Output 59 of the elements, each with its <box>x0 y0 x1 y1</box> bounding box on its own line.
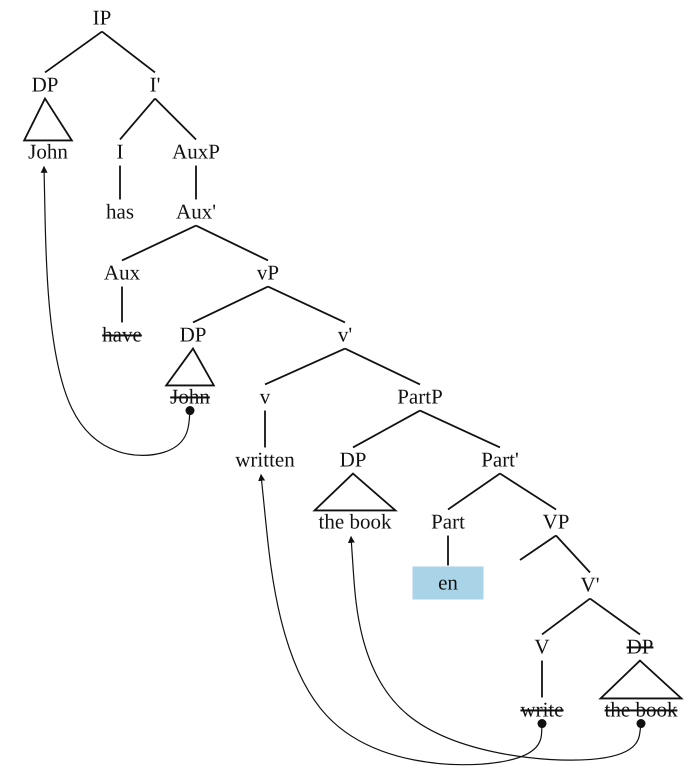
branch-line <box>520 534 556 561</box>
triangle-branch <box>22 96 74 142</box>
tree-label: V' <box>580 573 600 597</box>
tree-label: John <box>28 140 68 164</box>
tree-label: Part' <box>481 448 519 472</box>
branch-line <box>541 598 591 636</box>
tree-label: AuxP <box>172 140 220 164</box>
tree-label: V <box>534 635 550 659</box>
tree-label: IP <box>92 6 112 30</box>
branch-line <box>555 534 591 574</box>
tree-label: DP <box>32 73 58 97</box>
tree-label: Aux <box>104 261 140 285</box>
branch-line <box>119 98 156 140</box>
branch-line <box>119 166 121 200</box>
branch-line <box>447 472 501 510</box>
branch-line <box>264 410 266 448</box>
triangle-branch <box>598 659 684 700</box>
branch-line <box>122 224 196 262</box>
tree-label: VP <box>542 510 570 534</box>
movement-arrow <box>40 166 194 456</box>
tree-label: Part <box>431 510 465 534</box>
tree-label: write <box>520 698 564 722</box>
branch-line <box>447 536 449 566</box>
tree-label: written <box>235 448 295 472</box>
branch-line <box>196 224 268 262</box>
branch-line <box>344 348 420 386</box>
tree-label: DP <box>180 323 206 347</box>
branch-line <box>420 410 500 448</box>
branch-line <box>268 286 346 324</box>
branch-line <box>500 472 556 510</box>
triangle-branch <box>312 472 398 512</box>
branch-line <box>541 660 543 698</box>
branch-line <box>192 286 268 324</box>
tree-label: has <box>106 200 134 224</box>
highlighted-word: en <box>412 566 484 600</box>
branch-line <box>44 30 103 74</box>
branch-line <box>352 410 420 448</box>
tree-label: I <box>116 140 124 164</box>
tree-label: PartP <box>397 385 443 409</box>
tree-label: DP <box>626 635 654 659</box>
branch-line <box>589 598 641 636</box>
tree-label: the book <box>318 510 392 534</box>
branch-line <box>121 286 123 322</box>
tree-label: v' <box>338 323 352 347</box>
branch-line <box>264 348 346 386</box>
tree-label: the book <box>604 698 678 722</box>
tree-label: John <box>170 385 210 409</box>
branch-line <box>154 98 197 140</box>
tree-label: vP <box>256 261 280 285</box>
tree-label: v <box>260 385 270 409</box>
tree-label: DP <box>340 448 366 472</box>
movement-arrow <box>348 536 646 761</box>
triangle-branch <box>164 346 216 386</box>
tree-label: I' <box>150 73 160 97</box>
movement-arrow <box>258 474 546 766</box>
branch-line <box>101 30 156 74</box>
branch-line <box>195 166 197 200</box>
tree-label: have <box>102 323 142 347</box>
tree-label: Aux' <box>176 200 216 224</box>
